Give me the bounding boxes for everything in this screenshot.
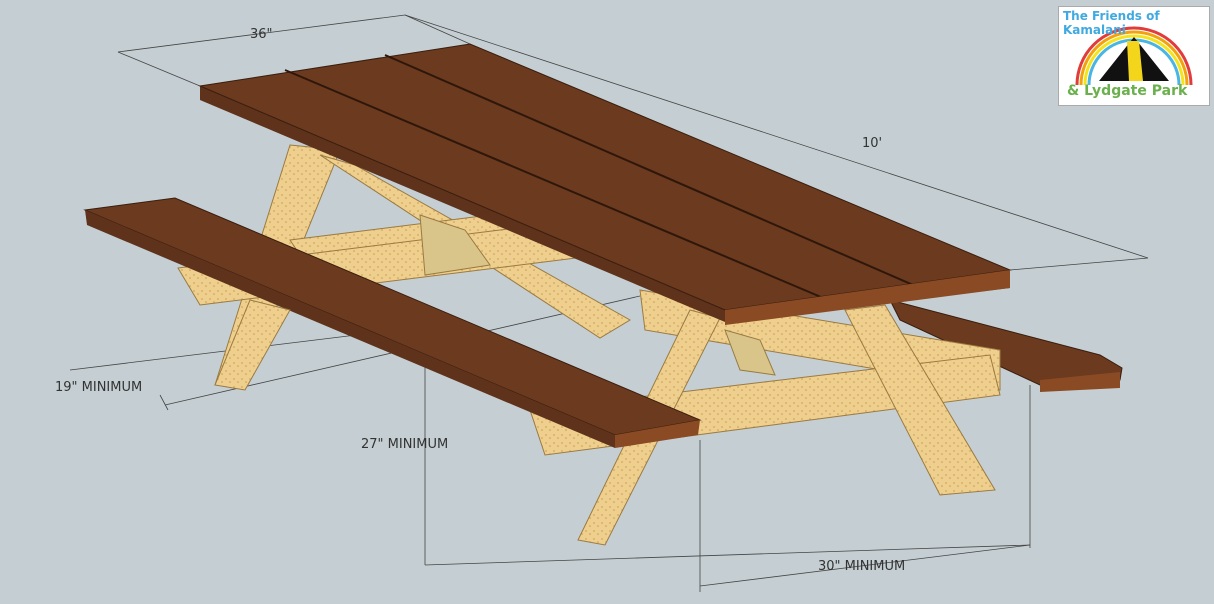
- table-top: [198, 43, 1012, 325]
- logo-title: The Friends of Kamalani: [1063, 9, 1160, 37]
- left-front-legs: [214, 299, 291, 391]
- friends-of-kamalani-logo: The Friends of Kamalani & Lydgate Park: [1058, 6, 1210, 106]
- dimension-top-height: 27" MINIMUM: [361, 437, 449, 452]
- dimension-bench-spacing: 30" MINIMUM: [818, 559, 906, 574]
- front-bench: [83, 197, 702, 448]
- rainbow-icon: [1075, 26, 1193, 86]
- back-bench: [889, 299, 1123, 392]
- dimension-length: 10': [862, 136, 883, 151]
- dimension-top-width: 36": [250, 27, 273, 42]
- logo-subtitle: & Lydgate Park: [1067, 83, 1188, 99]
- dimension-bench-offset: 19" MINIMUM: [55, 380, 143, 395]
